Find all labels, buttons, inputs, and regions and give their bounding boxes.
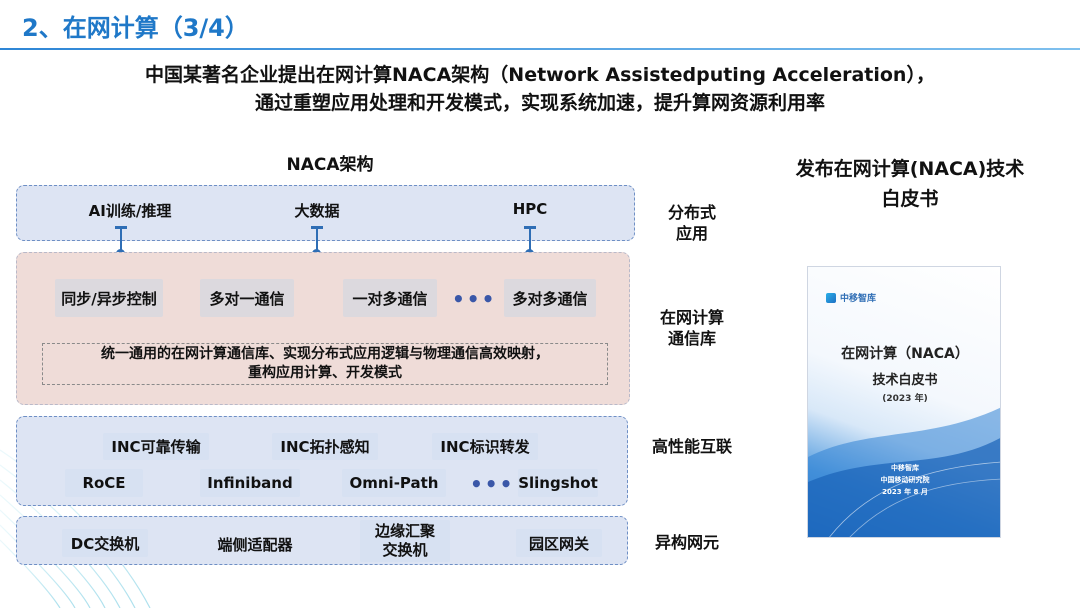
more-ellipsis: ••• — [470, 472, 515, 496]
side-label-commlib: 在网计算 通信库 — [659, 308, 724, 348]
comm-box-many-to-many: 多对多通信 — [504, 279, 596, 317]
side-label-hetero: 异构网元 — [654, 533, 719, 552]
app-ai-training: AI训练/推理 — [88, 202, 172, 220]
page-title: 2、在网计算（3/4） — [22, 14, 249, 42]
layer-distributed-apps — [16, 185, 635, 241]
cover-logo: 中移智库 — [826, 291, 876, 304]
whitepaper-title: 发布在网计算(NACA)技术 白皮书 — [770, 154, 1050, 214]
cover-logo-text: 中移智库 — [840, 294, 877, 304]
element-edge-switch: 边缘汇聚 交换机 — [360, 520, 450, 562]
comm-description-line-2: 重构应用计算、开发模式 — [248, 365, 402, 381]
connector-line — [529, 226, 531, 252]
diagram-title: NACA架构 — [286, 155, 374, 175]
more-ellipsis: ••• — [452, 287, 497, 311]
connector-line — [120, 226, 122, 252]
cover-title-1: 在网计算（NACA） — [841, 346, 969, 362]
whitepaper-title-line-1: 发布在网计算(NACA)技术 — [795, 158, 1025, 180]
element-dc-switch: DC交换机 — [62, 529, 148, 557]
fabric-roce: RoCE — [65, 469, 143, 497]
whitepaper-title-line-2: 白皮书 — [881, 188, 939, 210]
comm-description-line-1: 统一通用的在网计算通信库、实现分布式应用逻辑与物理通信高效映射， — [101, 346, 549, 362]
side-label-interconnect: 高性能互联 — [651, 437, 732, 456]
intro-line-1: 中国某著名企业提出在网计算NACA架构（Network Assistedputi… — [145, 64, 935, 86]
cover-org-2: 中国移动研究院 — [880, 476, 930, 484]
inc-reliable-transport: INC可靠传输 — [103, 433, 209, 460]
comm-box-many-to-one: 多对一通信 — [200, 279, 294, 317]
comm-box-sync: 同步/异步控制 — [55, 279, 163, 317]
intro-line-2: 通过重塑应用处理和开发模式，实现系统加速，提升算网资源利用率 — [254, 92, 825, 114]
fabric-infiniband: Infiniband — [200, 469, 300, 497]
cover-date: 2023 年 8 月 — [882, 488, 928, 496]
layer-comm-library — [16, 252, 630, 405]
cover-logo-icon — [826, 292, 836, 303]
title-divider — [0, 48, 1080, 50]
app-hpc: HPC — [512, 200, 548, 218]
whitepaper-cover: 中移智库 在网计算（NACA） 技术白皮书 (2023 年) 中移智库 中国移动… — [807, 266, 1001, 538]
cover-org-1: 中移智库 — [891, 464, 919, 472]
inc-topology-awareness: INC拓扑感知 — [272, 433, 378, 460]
comm-box-one-to-many: 一对多通信 — [343, 279, 437, 317]
cover-year: (2023 年) — [882, 394, 928, 404]
side-label-distributed: 分布式 应用 — [667, 203, 716, 243]
connector-line — [316, 226, 318, 252]
cover-title-2: 技术白皮书 — [872, 373, 938, 388]
cover-wave-graphic — [808, 407, 1000, 537]
element-endpoint-adapter: 端侧适配器 — [217, 536, 293, 554]
fabric-slingshot: Slingshot — [518, 469, 598, 497]
inc-identifier-forwarding: INC标识转发 — [432, 433, 538, 460]
comm-description: 统一通用的在网计算通信库、实现分布式应用逻辑与物理通信高效映射， 重构应用计算、… — [42, 343, 608, 385]
element-campus-gateway: 园区网关 — [516, 529, 602, 557]
app-big-data: 大数据 — [294, 202, 340, 220]
fabric-omni-path: Omni-Path — [342, 469, 446, 497]
